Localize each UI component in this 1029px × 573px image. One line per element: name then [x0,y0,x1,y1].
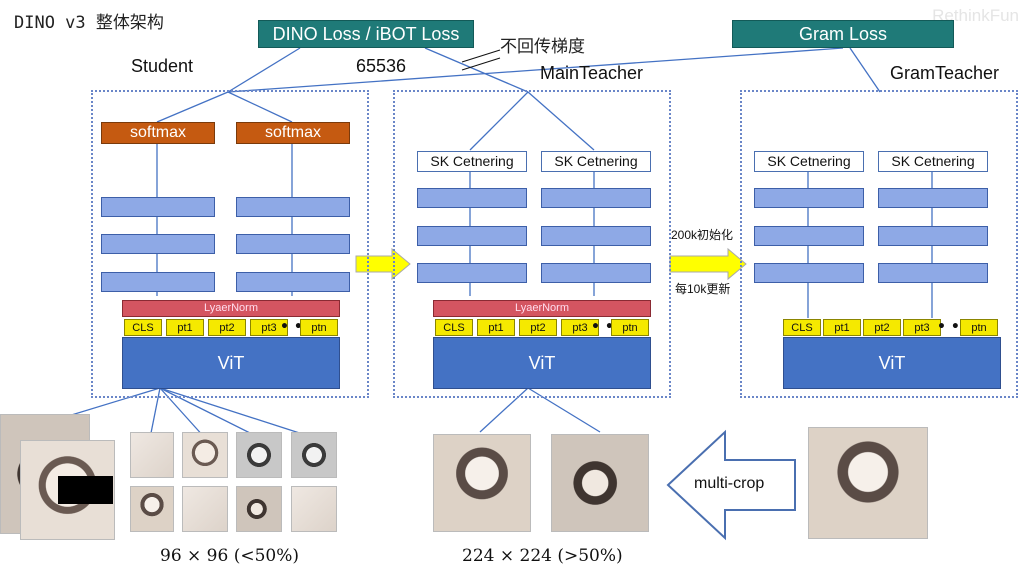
gram-teacher-panel [740,90,1018,398]
token: pt3 [561,319,599,336]
update-label: 每10k更新 [675,282,731,296]
token: ptn [300,319,338,336]
global-crop [551,434,649,532]
multi-crop-label: multi-crop [694,475,765,492]
transformer-block [541,226,651,246]
transformer-block [754,188,864,208]
transformer-block [878,226,988,246]
softmax-box: softmax [236,122,350,144]
transformer-block [417,263,527,283]
token: ptn [611,319,649,336]
init-label: 200k初始化 [671,228,734,242]
student-vit: ViT [122,337,340,389]
init-arrow-icon [669,247,747,281]
softmax-box: softmax [101,122,215,144]
page-title: DINO v3 整体架构 [14,13,164,33]
transformer-block [101,272,215,292]
dim-label: 65536 [356,56,407,76]
token: pt3 [250,319,288,336]
main-teacher-panel [393,90,671,398]
student-label: Student [131,56,194,76]
global-crop-caption: 224 × 224 (>50%) [462,546,623,566]
token: pt1 [477,319,515,336]
transformer-block [541,188,651,208]
gram-teacher-vit: ViT [783,337,1001,389]
local-crop [236,486,282,532]
token: pt2 [208,319,246,336]
transformer-block [417,226,527,246]
global-crop [433,434,531,532]
sk-centering-box: SK Cetnering [417,151,527,172]
layernorm-bar: LyaerNorm [433,300,651,317]
transformer-block [101,234,215,254]
token: ptn [960,319,998,336]
stop-grad-label: 不回传梯度 [500,37,585,57]
local-crop-caption: 96 × 96 (<50%) [160,546,300,566]
transformer-block [236,272,350,292]
transformer-block [541,263,651,283]
transformer-block [417,188,527,208]
sk-centering-box: SK Cetnering [541,151,651,172]
main-teacher-label: MainTeacher [540,63,644,83]
original-image [808,427,928,539]
gram-loss-box: Gram Loss [732,20,954,48]
local-crop [182,432,228,478]
local-crop [130,486,174,532]
token: pt2 [863,319,901,336]
multi-crop-arrow-icon [666,429,796,541]
teacher-vit: ViT [433,337,651,389]
local-crop [130,432,174,478]
local-crop [291,486,337,532]
student-panel [91,90,369,398]
copy-arrow-icon [355,247,411,281]
transformer-block [101,197,215,217]
transformer-block [754,226,864,246]
transformer-block [236,197,350,217]
token: pt1 [823,319,861,336]
mask-patch [58,476,113,504]
token: pt3 [903,319,941,336]
token-cls: CLS [124,319,162,336]
local-crop [236,432,282,478]
transformer-block [754,263,864,283]
token-cls: CLS [435,319,473,336]
local-crop [182,486,228,532]
gram-teacher-label: GramTeacher [890,63,1000,83]
local-crop [291,432,337,478]
token: pt1 [166,319,204,336]
transformer-block [878,263,988,283]
token-cls: CLS [783,319,821,336]
transformer-block [236,234,350,254]
token: pt2 [519,319,557,336]
layernorm-bar: LyaerNorm [122,300,340,317]
sk-centering-box: SK Cetnering [878,151,988,172]
transformer-block [878,188,988,208]
dino-loss-box: DINO Loss / iBOT Loss [258,20,474,48]
sk-centering-box: SK Cetnering [754,151,864,172]
